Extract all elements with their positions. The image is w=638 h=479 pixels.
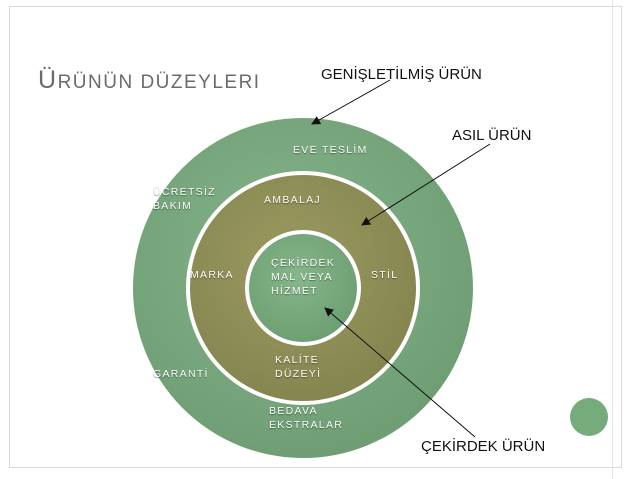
label-free-extras: BEDAVA EKSTRALAR [269,405,344,431]
actual-arrow [361,143,491,226]
slide-title: ÜRÜNÜN DÜZEYLERI [38,66,261,95]
title-rest: RÜNÜN DÜZEYLERI [57,72,261,93]
title-first-letter: Ü [38,66,58,94]
core-product-callout: ÇEKİRDEK ÜRÜN [421,438,546,455]
label-free-care: ÜCRETSİZ BAKIM [153,186,216,212]
slide-right-border [612,0,613,479]
actual-product-callout: ASIL ÜRÜN [452,127,532,144]
label-packaging: AMBALAJ [264,194,321,206]
slide-frame [9,6,622,468]
label-core-goods-service: ÇEKİRDEK MAL VEYA HİZMET [271,257,336,297]
label-style: STİL [371,269,399,281]
augmented-arrow [311,79,391,125]
augmented-product-callout: GENİŞLETİLMİŞ ÜRÜN [321,66,482,83]
corner-decor-dot [570,398,608,436]
label-warranty: GARANTİ [153,368,209,380]
label-brand: MARKA [190,269,234,281]
core-arrow [324,307,476,438]
label-quality-level: KALİTE DÜZEYİ [275,354,322,380]
label-home-delivery: EVE TESLİM [293,144,368,156]
